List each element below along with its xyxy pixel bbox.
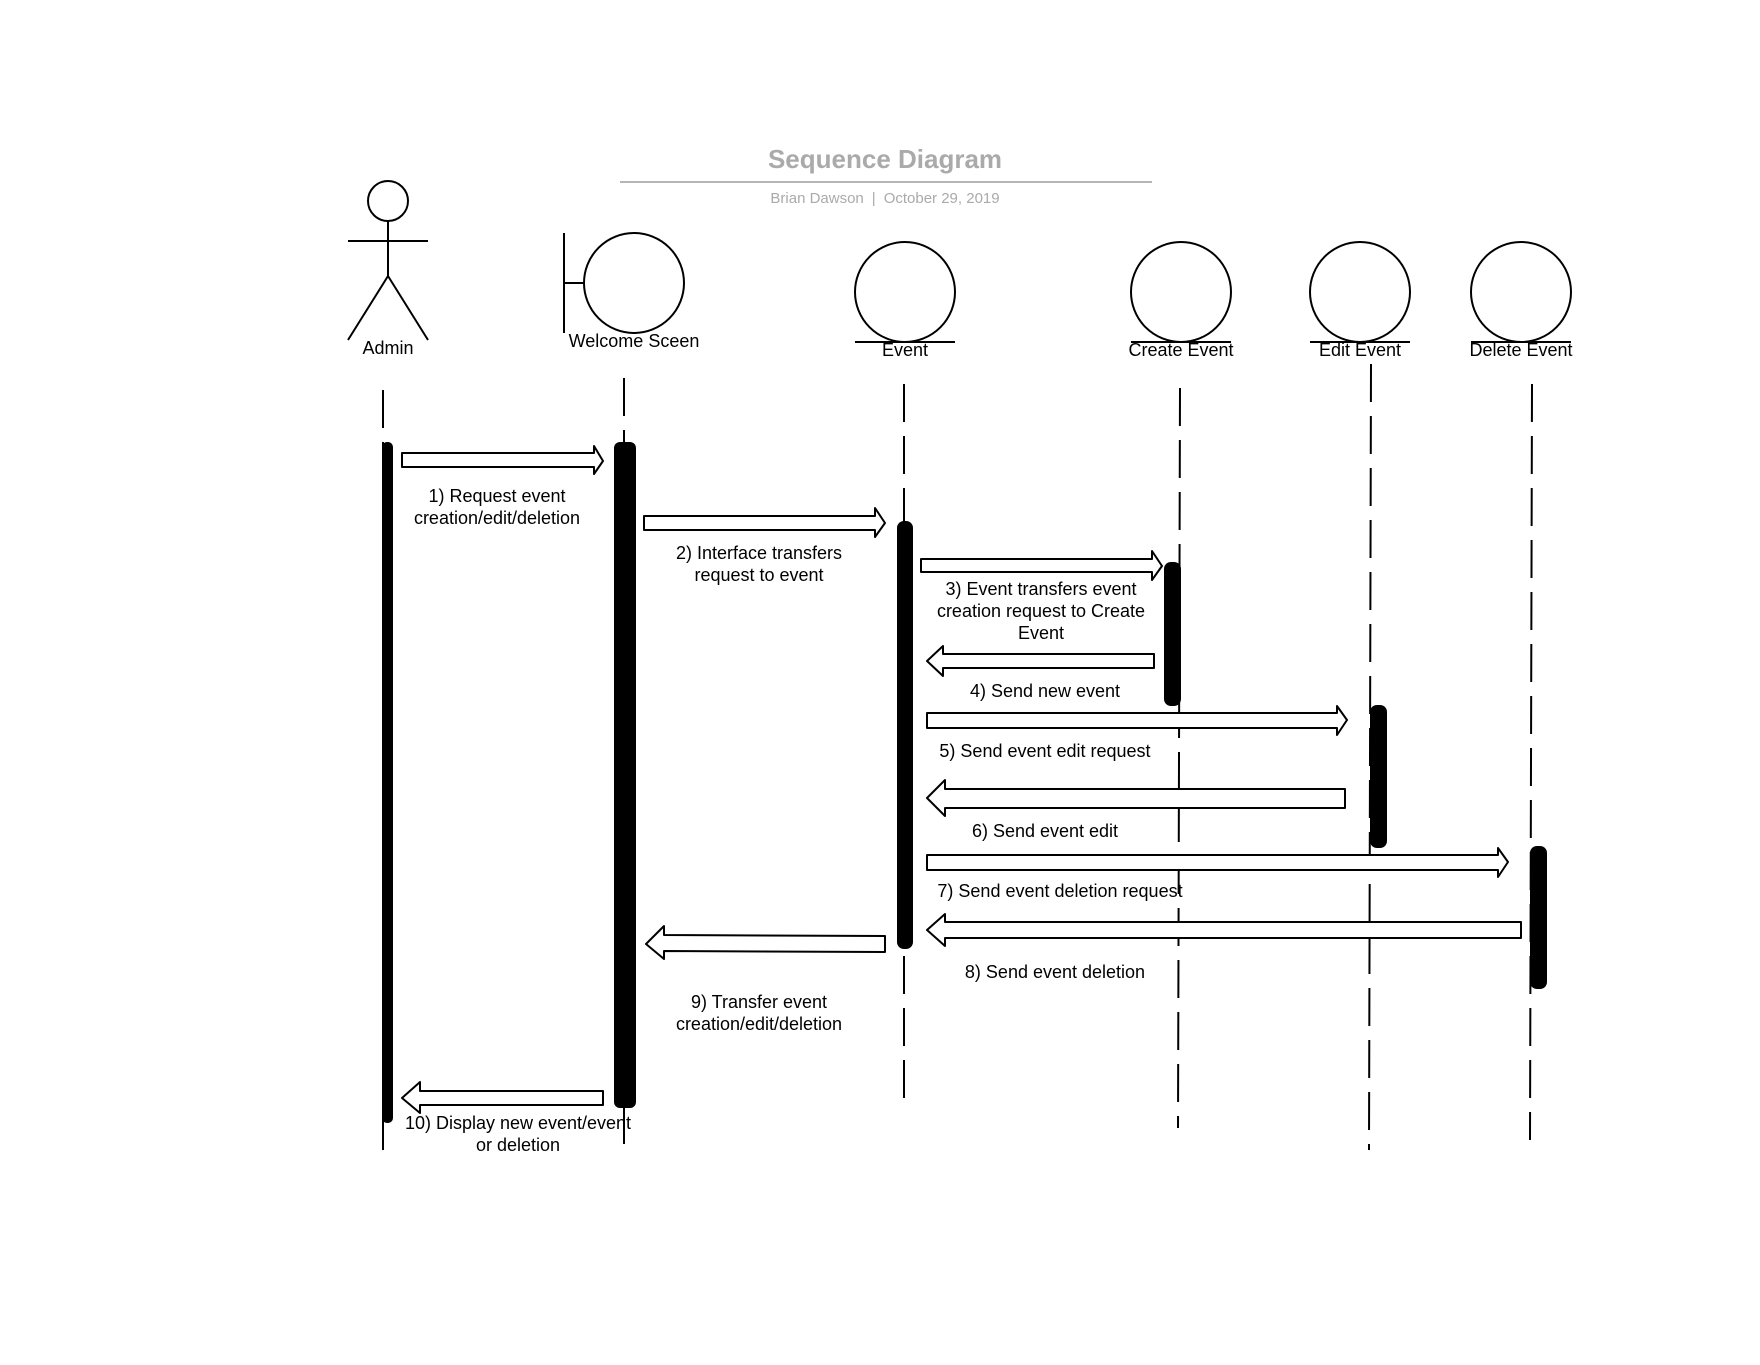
participant-label-welcome: Welcome Sceen xyxy=(568,331,700,351)
arrow-msg-7 xyxy=(926,847,1509,878)
event-activation-bar xyxy=(897,521,913,949)
message-label-3: 3) Event transfers event creation reques… xyxy=(936,579,1146,643)
subtitle-separator: | xyxy=(871,190,876,207)
author-text: Brian Dawson xyxy=(770,190,864,207)
arrow-msg-2 xyxy=(643,507,886,538)
arrow-msg-10 xyxy=(401,1081,604,1114)
page-subtitle: Brian Dawson | October 29, 2019 xyxy=(620,190,1150,207)
admin-activation-bar xyxy=(382,442,393,1123)
message-label-2: 2) Interface transfers request to event xyxy=(675,543,843,585)
delete-lifeline xyxy=(1529,383,1533,1141)
arrow-msg-6 xyxy=(926,779,1346,817)
message-label-7: 7) Send event deletion request xyxy=(937,881,1183,901)
welcome-boundary-icon xyxy=(563,232,685,334)
message-label-5: 5) Send event edit request xyxy=(939,741,1151,761)
title-divider xyxy=(620,181,1152,183)
message-label-8: 8) Send event deletion xyxy=(964,962,1146,982)
arrow-msg-3 xyxy=(920,550,1163,581)
activation-bars xyxy=(382,442,1547,1123)
edit-activation-bar xyxy=(1370,705,1387,848)
message-label-9: 9) Transfer event creation/edit/deletion xyxy=(675,992,843,1034)
message-arrows xyxy=(401,445,1522,1114)
participant-label-edit-event: Edit Event xyxy=(1318,340,1402,360)
arrow-msg-9 xyxy=(645,925,886,960)
welcome-activation-bar xyxy=(614,442,636,1108)
message-label-4: 4) Send new event xyxy=(969,681,1121,701)
create-activation-bar xyxy=(1164,562,1181,706)
edit-event-entity-icon xyxy=(1309,241,1411,343)
arrow-msg-8 xyxy=(926,913,1522,947)
delete-event-entity-icon xyxy=(1470,241,1572,343)
participant-label-create-event: Create Event xyxy=(1128,340,1234,360)
page-title: Sequence Diagram xyxy=(767,144,1003,174)
create-lifeline xyxy=(1177,387,1181,1129)
admin-actor-icon xyxy=(347,180,429,341)
arrow-msg-5 xyxy=(926,705,1348,736)
arrow-msg-4 xyxy=(926,645,1155,677)
delete-activation-bar xyxy=(1530,846,1547,989)
message-label-10: 10) Display new event/event or deletion xyxy=(404,1113,632,1155)
participant-label-admin: Admin xyxy=(362,338,414,358)
arrow-msg-1 xyxy=(401,445,604,475)
date-text: October 29, 2019 xyxy=(883,190,1000,207)
message-label-1: 1) Request event creation/edit/deletion xyxy=(413,486,581,528)
event-entity-icon xyxy=(854,241,956,343)
create-event-entity-icon xyxy=(1130,241,1232,343)
message-label-6: 6) Send event edit xyxy=(971,821,1119,841)
participant-label-event: Event xyxy=(881,340,929,360)
participant-label-delete-event: Delete Event xyxy=(1469,340,1573,360)
